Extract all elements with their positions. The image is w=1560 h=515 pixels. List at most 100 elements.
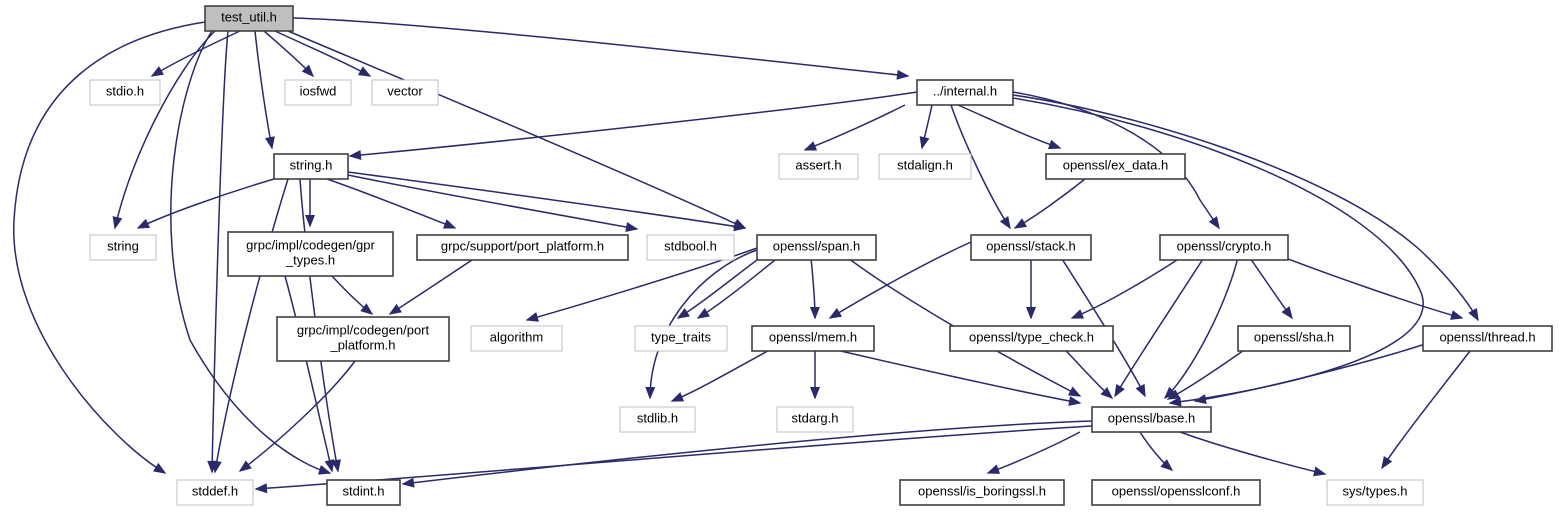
edge-internal-to-ex_data (957, 104, 1061, 149)
node-box-opensslconf[interactable] (1091, 479, 1261, 506)
node-box-stack[interactable] (970, 234, 1092, 261)
arrowhead-ex_data-to-stack (1013, 218, 1028, 229)
node-vector[interactable]: vector (371, 79, 439, 106)
node-stdlib[interactable]: stdlib.h (619, 406, 696, 433)
node-box-crypto[interactable] (1159, 234, 1289, 261)
node-codegen_port[interactable]: grpc/impl/codegen/port_platform.h (276, 316, 450, 362)
arrowhead-test_util-to-iosfwd (301, 64, 315, 78)
node-box-port_platform_grpc[interactable] (416, 234, 629, 261)
edge-mem-to-base (814, 344, 1081, 404)
arrowhead-test_util-to-internal (896, 69, 910, 80)
arrowhead-codegen_port-to-stddef (238, 460, 252, 472)
arrowhead-span-to-algorithm (525, 312, 539, 322)
node-box-stdalign[interactable] (878, 153, 972, 180)
arrowhead-stack-to-mem (828, 308, 843, 319)
node-box-stdarg[interactable] (776, 406, 854, 433)
arrowhead-test_util-to-stdint (318, 465, 332, 475)
node-box-algorithm[interactable] (470, 325, 563, 352)
arrowhead-string_h-to-stdbool (625, 222, 639, 232)
node-internal[interactable]: ../internal.h (916, 79, 1014, 106)
node-span[interactable]: openssl/span.h (756, 234, 877, 261)
node-mem[interactable]: openssl/mem.h (751, 325, 875, 352)
edge-internal-to-string_h (349, 91, 918, 157)
node-algorithm[interactable]: algorithm (470, 325, 563, 352)
node-box-assert[interactable] (778, 153, 859, 180)
arrowhead-string_h-to-gpr_types (305, 215, 315, 228)
node-stdbool[interactable]: stdbool.h (646, 234, 735, 261)
node-opensslconf[interactable]: openssl/opensslconf.h (1091, 479, 1261, 506)
node-assert[interactable]: assert.h (778, 153, 859, 180)
node-test_util[interactable]: test_util.h (204, 5, 294, 32)
arrowhead-span-to-base (1067, 386, 1082, 397)
node-box-mem[interactable] (751, 325, 875, 352)
node-box-ex_data[interactable] (1045, 153, 1186, 180)
node-box-test_util[interactable] (204, 5, 294, 32)
edge-thread-to-base (1194, 338, 1441, 402)
edge-test_util-to-string_cpp (114, 30, 216, 229)
edge-crypto-to-thread (1259, 247, 1463, 319)
arrowhead-crypto-to-type_check (1070, 309, 1085, 319)
node-box-thread[interactable] (1422, 325, 1553, 352)
node-box-gpr_types[interactable] (227, 231, 394, 277)
edge-base-to-systypes (1179, 431, 1326, 475)
node-box-codegen_port[interactable] (276, 316, 450, 362)
edge-ex_data-to-stack (1014, 178, 1086, 229)
node-thread[interactable]: openssl/thread.h (1422, 325, 1553, 352)
arrowhead-thread-to-base (1193, 394, 1207, 405)
node-type_traits[interactable]: type_traits (634, 325, 728, 352)
node-box-sha[interactable] (1237, 325, 1351, 352)
node-stdarg[interactable]: stdarg.h (776, 406, 854, 433)
edge-string_h-to-stddef (214, 178, 289, 473)
edge-test_util-to-stddef (13, 21, 206, 474)
node-box-is_boringssl[interactable] (899, 479, 1065, 506)
node-box-base[interactable] (1091, 406, 1212, 433)
node-stdint[interactable]: stdint.h (326, 479, 401, 506)
node-systypes[interactable]: sys/types.h (1326, 479, 1424, 506)
node-crypto[interactable]: openssl/crypto.h (1159, 234, 1289, 261)
node-base[interactable]: openssl/base.h (1091, 406, 1212, 433)
node-box-string_h[interactable] (273, 153, 349, 180)
node-box-systypes[interactable] (1326, 479, 1424, 506)
edge-string_h-to-span (347, 171, 746, 229)
arrowhead-test_util-to-string_cpp (112, 216, 123, 230)
node-box-stdint[interactable] (326, 479, 401, 506)
node-is_boringssl[interactable]: openssl/is_boringssl.h (899, 479, 1065, 506)
node-string_cpp[interactable]: string (89, 234, 157, 261)
edge-crypto-to-base (1114, 247, 1211, 397)
node-box-stdlib[interactable] (619, 406, 696, 433)
arrowhead-string_h-to-string_cpp (136, 218, 151, 229)
edge-string_h-to-stdbool (347, 174, 638, 230)
arrowhead-base-to-stdint (401, 477, 415, 488)
node-box-string_cpp[interactable] (89, 234, 157, 261)
node-iosfwd[interactable]: iosfwd (284, 79, 352, 106)
node-box-vector[interactable] (371, 79, 439, 106)
node-box-span[interactable] (756, 234, 877, 261)
edge-span-to-base (834, 247, 1081, 397)
arrowhead-string_h-to-port_platform_grpc (442, 219, 457, 229)
node-box-stddef[interactable] (176, 479, 254, 506)
arrowhead-crypto-to-sha (1281, 306, 1293, 320)
arrowhead-internal-to-stdalign (919, 136, 930, 150)
edge-string_h-to-string_cpp (137, 178, 275, 229)
node-box-iosfwd[interactable] (284, 79, 352, 106)
node-stack[interactable]: openssl/stack.h (970, 234, 1092, 261)
node-box-stdio[interactable] (89, 79, 161, 106)
node-gpr_types[interactable]: grpc/impl/codegen/gpr_types.h (227, 231, 394, 277)
node-box-internal[interactable] (916, 79, 1014, 106)
node-ex_data[interactable]: openssl/ex_data.h (1045, 153, 1186, 180)
arrowhead-internal-to-assert (803, 141, 818, 151)
node-sha[interactable]: openssl/sha.h (1237, 325, 1351, 352)
node-box-stdbool[interactable] (646, 234, 735, 261)
edge-internal-to-thread (1012, 94, 1479, 321)
node-type_check[interactable]: openssl/type_check.h (949, 325, 1114, 352)
node-stddef[interactable]: stddef.h (176, 479, 254, 506)
node-string_h[interactable]: string.h (273, 153, 349, 180)
node-stdalign[interactable]: stdalign.h (878, 153, 972, 180)
arrowhead-thread-to-systypes (1381, 456, 1393, 470)
node-port_platform_grpc[interactable]: grpc/support/port_platform.h (416, 234, 629, 261)
arrowhead-stack-to-base (1135, 383, 1146, 398)
node-box-type_traits[interactable] (634, 325, 728, 352)
node-stdio[interactable]: stdio.h (89, 79, 161, 106)
node-box-type_check[interactable] (949, 325, 1114, 352)
